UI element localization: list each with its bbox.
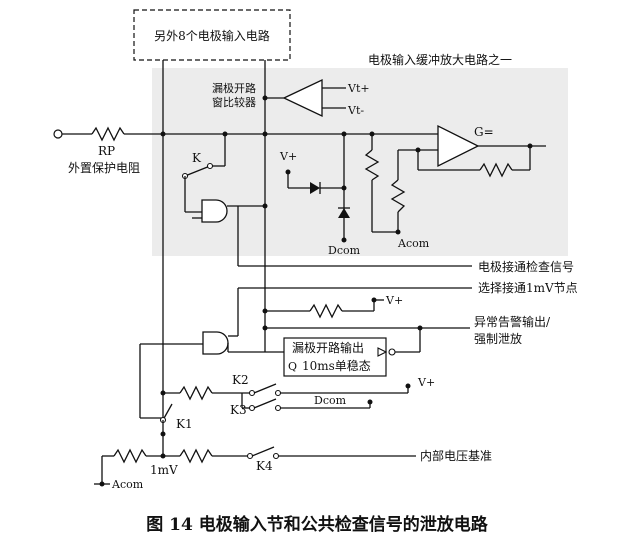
rp-desc: 外置保护电阻: [68, 161, 140, 175]
figure-caption: 图 14 电极输入节和公共检查信号的泄放电路: [146, 514, 488, 535]
vt-plus-label: Vt+: [347, 82, 370, 95]
rp-resistor: [91, 126, 125, 142]
resistor-divider-right: [179, 448, 213, 464]
rp-label: RP: [98, 144, 115, 158]
od-comp-label-1: 漏极开路: [212, 81, 256, 95]
switch-k1: [162, 403, 173, 421]
check-signal-label: 电极接通检查信号: [478, 259, 574, 274]
diode-vertical: [338, 208, 350, 218]
and-gate-upper: [201, 199, 228, 223]
oneshot-input-notch: [377, 347, 388, 357]
vt-minus-label: Vt-: [347, 104, 364, 117]
resistor-1mv-select: [309, 303, 343, 319]
window-comparator: [282, 78, 323, 118]
and-gate-lower: [202, 331, 229, 355]
k1-label: K1: [176, 417, 193, 431]
switch-k2: [253, 383, 277, 394]
acom-label-2: Acom: [111, 478, 144, 491]
dcom-label-2: Dcom: [314, 394, 347, 407]
alarm-label-2: 强制泄放: [474, 331, 522, 346]
other-channels-label: 另外8个电极输入电路: [154, 28, 270, 43]
alarm-label-1: 异常告警输出/: [474, 314, 551, 329]
g-eq-label: G=: [474, 125, 494, 139]
resistor-k2: [179, 385, 213, 401]
other-channels-box: [133, 9, 291, 61]
diode-horizontal: [310, 182, 320, 194]
internal-ref-label: 内部电压基准: [420, 448, 492, 463]
resistor-divider-left: [113, 448, 147, 464]
vplus-label-2: V+: [385, 294, 403, 307]
resistor-gain: [390, 179, 406, 213]
switch-k3: [253, 398, 277, 409]
oneshot-label-1: 漏极开路输出: [292, 340, 364, 355]
k3-label: K3: [230, 403, 247, 417]
switch-k: [184, 165, 211, 177]
oneshot-box: [283, 337, 387, 377]
k2-label: K2: [232, 373, 249, 387]
switch-k4: [251, 446, 275, 457]
acom-label-1: Acom: [397, 237, 430, 250]
input-terminal: [53, 129, 63, 139]
buffer-region: [152, 68, 568, 256]
k-label: K: [192, 151, 202, 165]
k4-label: K4: [256, 459, 273, 473]
one-mv-label: 1mV: [150, 463, 178, 477]
oneshot-q: Q: [288, 360, 297, 373]
od-comp-label-2: 窗比较器: [212, 95, 256, 109]
feedback-resistor: [479, 162, 513, 178]
vplus-label-1: V+: [279, 150, 297, 163]
dcom-label-1: Dcom: [328, 244, 361, 257]
oneshot-label-2: 10ms单稳态: [302, 358, 371, 373]
vplus-label-3: V+: [417, 376, 435, 389]
buffer-title: 电极输入缓冲放大电路之一: [368, 52, 512, 67]
buffer-amplifier: [437, 124, 480, 168]
resistor-bias: [364, 149, 380, 181]
select-1mv-label: 选择接通1mV节点: [478, 280, 578, 295]
